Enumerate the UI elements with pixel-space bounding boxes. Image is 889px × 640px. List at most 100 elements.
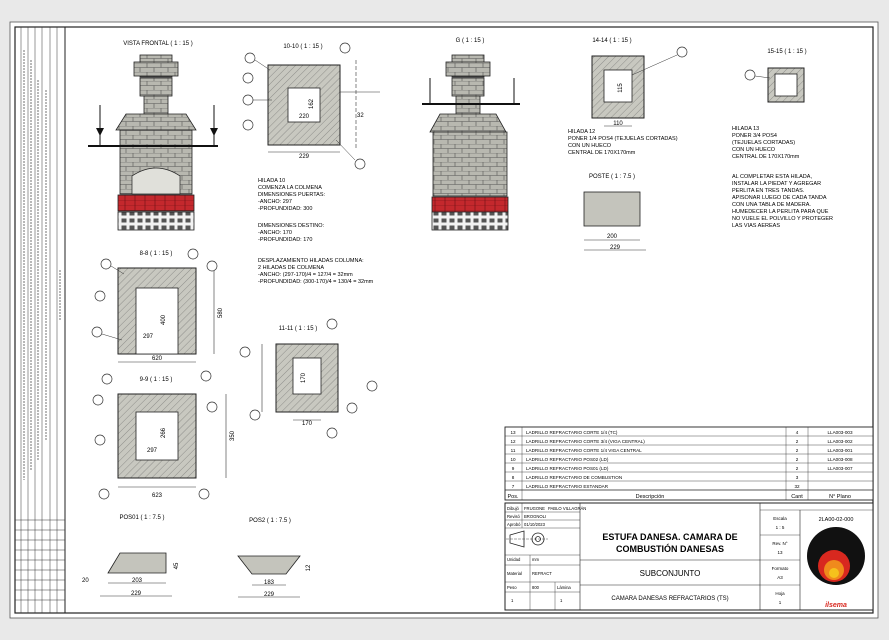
dim-220: 220 — [299, 114, 310, 120]
bom-qty: 3 — [796, 475, 799, 480]
note-line: LAS VIAS AEREAS — [732, 223, 780, 229]
section-10-title: 10-10 ( 1 : 15 ) — [283, 44, 322, 50]
note-line: DESPLAZAMIENTO HILADAS COLUMNA: — [258, 258, 364, 264]
dim-400: 400 — [161, 314, 167, 325]
dim-200: 200 — [607, 234, 618, 240]
bom-pos: 11 — [511, 448, 516, 453]
drawing-title-line2: COMBUSTIÓN DANESAS — [616, 543, 724, 554]
notes-hilada-13: HILADA 13 PONER 3/4 POS4 (TEJUELAS CORTA… — [732, 126, 833, 229]
tb-value-weight: 800 — [532, 585, 540, 590]
note-line: PONER 3/4 POS4 — [732, 133, 777, 139]
dim-580: 580 — [218, 307, 224, 318]
pos01-view: POS01 ( 1 : 7.5 ) 203 229 20 45 — [82, 515, 180, 597]
revision-label: Rev. N° — [772, 541, 787, 546]
logo-wordmark: ilsema — [825, 602, 847, 609]
format-value: A3 — [777, 575, 783, 580]
note-line: CENTRAL DE 170X170mm — [732, 154, 800, 160]
tb-value-sheet: 1 — [511, 598, 514, 603]
note-line: HUMEDECER LA PERLITA PARA QUE — [732, 209, 829, 215]
bom-qty: 2 — [796, 448, 799, 453]
tb-value-drawn-name: PABLO VILLAGRÁN — [548, 506, 586, 511]
dim-266: 266 — [161, 427, 167, 438]
bom-pos: 12 — [510, 439, 516, 444]
bom-header-pos: Pos. — [507, 494, 518, 500]
pos01-title: POS01 ( 1 : 7.5 ) — [119, 515, 164, 521]
tb-label-weight: Peso — [507, 585, 517, 590]
note-line: APISONAR LUEGO DE CADA TANDA — [732, 195, 827, 201]
dim-12: 12 — [306, 564, 312, 571]
note-line: -PROFUNDIDAD: (300-170)/4 = 130/4 = 32mm — [258, 279, 374, 285]
bom-qty: 2 — [796, 457, 799, 462]
pos02-view: POS2 ( 1 : 7.5 ) 183 229 12 — [237, 518, 312, 598]
note-line: INSTALAR LA PIEDAT Y AGREGAR — [732, 181, 821, 187]
bom-desc: LADRILLO REFRACTARIO CORTE 1/4 VIGA CENT… — [526, 448, 642, 453]
note-line: HILADA 10 — [258, 178, 285, 184]
poste-view: POSTE ( 1 : 7.5 ) 200 229 — [583, 174, 646, 251]
tb-label-checked: Revisó — [507, 514, 520, 519]
dim-229-pos01: 229 — [131, 591, 142, 597]
note-line: DIMENSIONES DESTINO: — [258, 223, 324, 229]
front-view-title: VISTA FRONTAL ( 1 : 15 ) — [123, 41, 193, 47]
drawing-subtitle: SUBCONJUNTO — [640, 569, 701, 578]
bom-qty: 2 — [796, 466, 799, 471]
dim-115: 115 — [618, 83, 624, 93]
dim-32: 32 — [357, 113, 364, 119]
dim-623: 623 — [152, 493, 163, 499]
note-line: -ANCHO: 297 — [258, 199, 292, 205]
company-logo: ilsema — [807, 527, 865, 609]
note-line: -ANCHO: 170 — [258, 230, 292, 236]
note-line: -ANCHO: (297-170)/4 = 127/4 = 32mm — [258, 272, 353, 278]
section-99-title: 9-9 ( 1 : 15 ) — [140, 377, 173, 383]
bom-desc: LADRILLO REFRACTARIO POS01 (LD) — [526, 466, 609, 471]
dim-297-b: 297 — [147, 448, 158, 454]
bom-table: 13 LADRILLO REFRACTARIO CORTE 1/4 (TC) 4… — [504, 426, 874, 501]
tb-value-material: REFRACT — [532, 571, 552, 576]
note-line: NO VUELE EL POLVILLO Y PROTEGER — [732, 216, 833, 222]
bom-code: LLA003-001 — [827, 448, 852, 453]
bom-qty: 2 — [796, 439, 799, 444]
bom-desc: LADRILLO REFRACTARIO CORTE 3/4 (VIGA CEN… — [526, 439, 645, 444]
bom-code: LLA003-008 — [827, 457, 852, 462]
dim-229-poste: 229 — [610, 245, 621, 251]
drawing-number: 2LA00-02-000 — [819, 517, 854, 523]
tb-value-unit: mm — [532, 557, 539, 562]
scale-value: 1 : 5 — [776, 525, 785, 530]
note-line: PONER 1/4 POS4 (TEJUELAS CORTADAS) — [568, 136, 678, 142]
section-1111-title: 11-11 ( 1 : 15 ) — [279, 326, 317, 332]
note-line: HILADA 12 — [568, 129, 595, 135]
bom-desc: LADRILLO REFRACTARIO DE COMBUSTION — [526, 475, 622, 480]
dim-110: 110 — [613, 121, 623, 127]
section-88-title: 8-8 ( 1 : 15 ) — [140, 251, 173, 257]
dim-170-b: 170 — [302, 421, 313, 427]
dim-45: 45 — [174, 562, 180, 569]
front-view: VISTA FRONTAL ( 1 : 15 ) — [88, 41, 218, 231]
note-line: CENTRAL DE 170X170mm — [568, 150, 636, 156]
dim-170-a: 170 — [301, 372, 307, 383]
dim-203: 203 — [132, 578, 143, 584]
note-line: HILADA 13 — [732, 126, 759, 132]
bom-header-desc: Descripción — [636, 494, 665, 500]
tb-label-approved: Aprobó — [507, 522, 521, 527]
bom-pos: 10 — [510, 457, 516, 462]
format-label: Formato — [772, 566, 789, 571]
note-line: (TEJUELAS CORTADAS) — [732, 140, 795, 146]
bom-pos: 7 — [512, 484, 515, 489]
drawing-footer-desc: CAMARA DANESAS REFRACTARIOS (TS) — [611, 596, 728, 602]
section-14-14: 14-14 ( 1 : 15 ) 115 110 — [591, 38, 688, 127]
section-8-8: 8-8 ( 1 : 15 ) 620 580 400 297 — [91, 248, 224, 363]
bom-code: LLA003-002 — [827, 439, 852, 444]
note-line: CON UN HUECO — [732, 147, 776, 153]
section-15-title: 15-15 ( 1 : 15 ) — [767, 49, 806, 55]
sheet-label: Hoja — [775, 591, 785, 596]
poste-title: POSTE ( 1 : 7.5 ) — [589, 174, 635, 180]
tb-label-material: Material — [507, 571, 522, 576]
note-line: CON UNA TABLA DE MADERA. — [732, 202, 811, 208]
tb-value-lamina: 1 — [560, 598, 563, 603]
bom-pos: 13 — [510, 430, 516, 435]
note-line: DIMENSIONES PUERTAS: — [258, 192, 326, 198]
tb-label-drawn: Dibujó — [507, 506, 520, 511]
notes-hilada-12: HILADA 12 PONER 1/4 POS4 (TEJUELAS CORTA… — [568, 129, 678, 156]
bom-qty: 4 — [796, 430, 799, 435]
section-11-11: 11-11 ( 1 : 15 ) 170 170 — [239, 318, 378, 439]
